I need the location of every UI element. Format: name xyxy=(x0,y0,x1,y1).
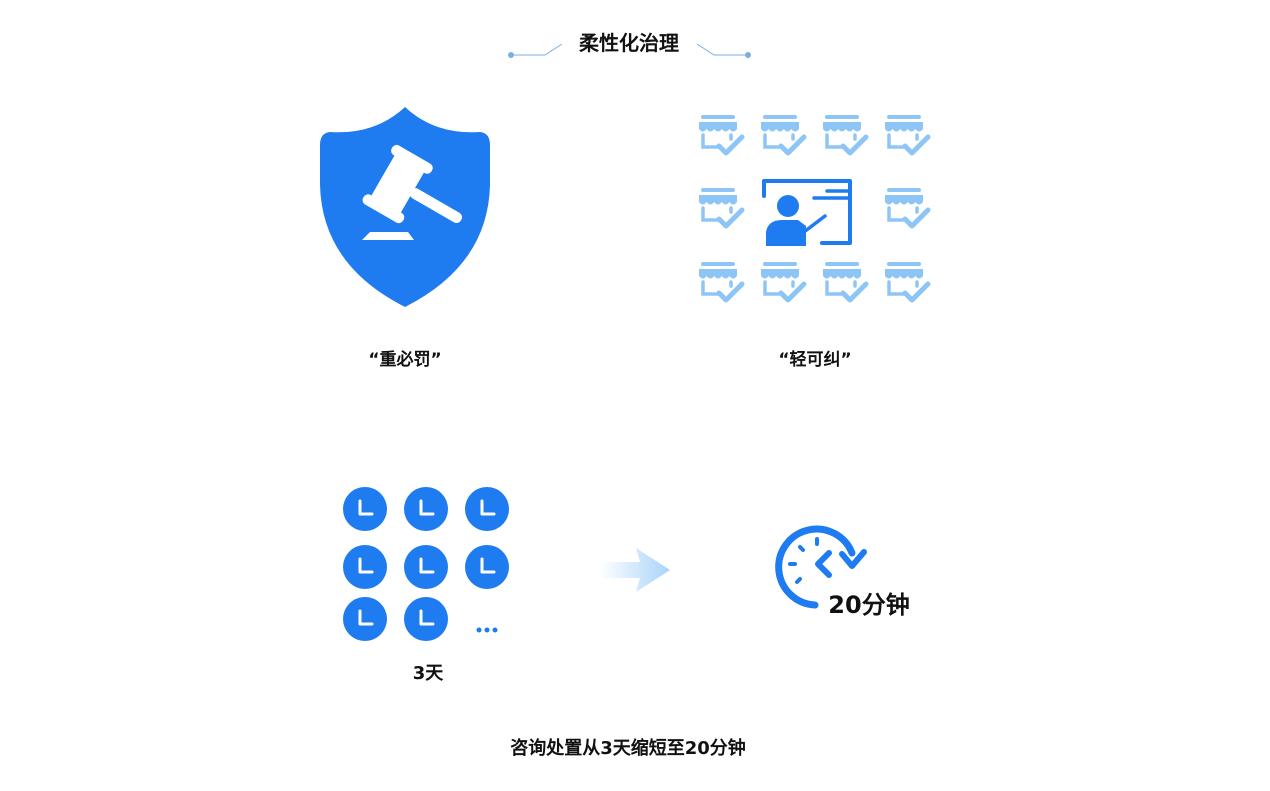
clock-icon xyxy=(343,545,387,589)
before-duration-label: 3天 xyxy=(412,663,444,684)
store-check-icon xyxy=(885,188,928,226)
clock-grid xyxy=(343,487,509,641)
store-grid xyxy=(699,115,928,300)
page-title: 柔性化治理 xyxy=(579,31,679,55)
presenter-icon xyxy=(762,179,852,246)
strict-penalty-label: “重必罚” xyxy=(368,350,442,370)
clock-icon xyxy=(404,545,448,589)
ellipsis-icon xyxy=(476,627,498,633)
clock-icon xyxy=(465,487,509,531)
store-check-icon xyxy=(761,115,804,153)
store-check-icon xyxy=(823,262,866,300)
store-check-icon xyxy=(699,188,742,226)
arrow-right-icon xyxy=(600,548,670,592)
store-check-icon xyxy=(699,262,742,300)
store-check-icon xyxy=(699,115,742,153)
summary-text: 咨询处置从3天缩短至20分钟 xyxy=(510,738,746,759)
clock-icon xyxy=(404,597,448,641)
clock-icon xyxy=(343,487,387,531)
light-correction-label: “轻可纠” xyxy=(778,350,852,370)
store-check-icon xyxy=(761,262,804,300)
store-check-icon xyxy=(885,115,928,153)
store-check-icon xyxy=(885,262,928,300)
store-check-icon xyxy=(823,115,866,153)
clock-icon xyxy=(404,487,448,531)
clock-icon xyxy=(465,545,509,589)
clock-fast-icon xyxy=(775,525,867,609)
after-duration-label: 20分钟 xyxy=(828,591,910,619)
clock-icon xyxy=(343,597,387,641)
shield-gavel-icon xyxy=(320,107,490,307)
title-decoration xyxy=(508,43,751,58)
